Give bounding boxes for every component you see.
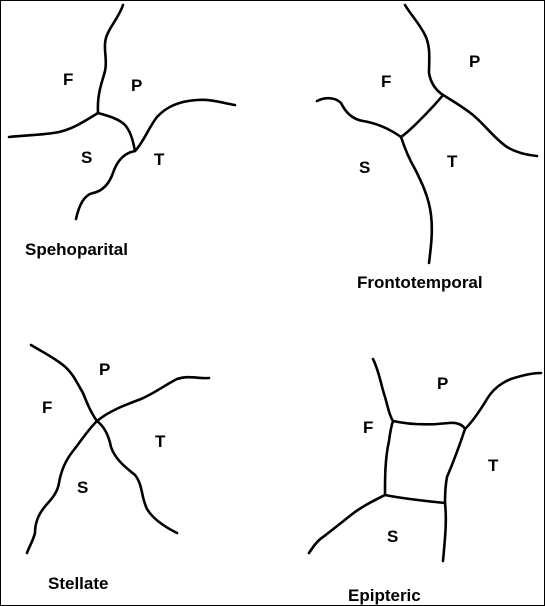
suture-parietotemporal [465,373,541,429]
label-parietal: P [99,360,110,379]
panel-title: Frontotemporal [357,273,483,292]
label-sphenoid: S [77,478,88,497]
suture-sphenoparietal [98,113,135,151]
label-parietal: P [131,76,142,95]
suture-frontosphenoid [9,113,98,137]
suture-sphenotemporal [443,503,446,561]
suture-parietotemporal [443,95,537,156]
label-temporal: T [447,152,458,171]
suture-frontotemporal [401,95,443,137]
suture-sphenotemporal [401,137,432,263]
label-sphenoid: S [359,158,370,177]
label-temporal: T [154,150,165,169]
panel-frontotemporal: F P S T Frontotemporal [317,5,537,292]
panel-title: Stellate [48,574,108,593]
suture-frontosphenoid [309,495,385,553]
epipteric-bone-outline [385,421,465,503]
panel-title: Epipteric [348,586,421,605]
label-parietal: P [437,374,448,393]
panel-sphenoparietal: F P S T Spehoparital [9,5,235,259]
suture-frontoparietal [373,359,393,421]
suture-frontoparietal [98,5,123,113]
suture-frontoparietal [405,5,443,95]
suture-frontoparietal [31,345,97,421]
label-temporal: T [155,432,166,451]
label-frontal: F [381,72,391,91]
label-frontal: F [363,418,373,437]
label-sphenoid: S [387,527,398,546]
suture-frontosphenoid [317,98,401,137]
panel-stellate: F P S T Stellate [27,345,209,593]
label-parietal: P [469,52,480,71]
suture-parietotemporal [135,100,235,151]
panel-title: Spehoparital [25,240,128,259]
label-temporal: T [488,456,499,475]
label-sphenoid: S [81,148,92,167]
label-frontal: F [63,70,73,89]
label-frontal: F [42,398,52,417]
suture-parietotemporal [97,377,209,421]
panel-epipteric: F P S T Epipteric [309,359,541,605]
